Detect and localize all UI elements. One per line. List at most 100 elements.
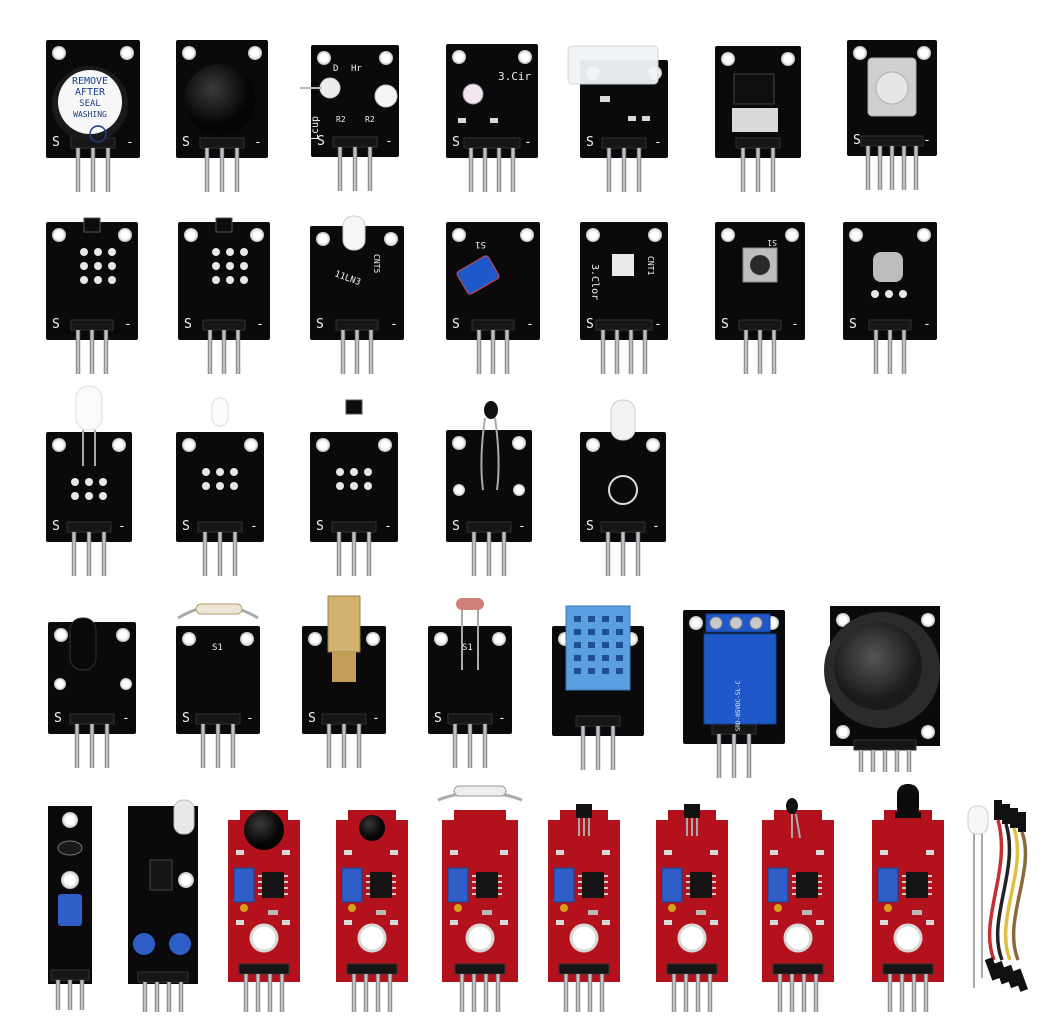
header-pin	[599, 974, 605, 1012]
silkscreen-label: Hr	[351, 64, 362, 74]
header-pin	[279, 974, 285, 1012]
ic-pin	[366, 875, 370, 877]
pin-s-label: S	[182, 519, 190, 534]
pin-header	[321, 713, 367, 725]
pin-s-label: S	[452, 519, 460, 534]
ic-pin	[284, 893, 288, 895]
laser-ir-module: S-	[580, 399, 666, 576]
flame-red-module	[872, 784, 944, 1012]
header-pin	[202, 532, 208, 576]
header-pin	[468, 148, 474, 192]
mounting-hole	[586, 228, 600, 242]
rgb-smd-led	[612, 254, 634, 276]
terminal-screw	[749, 616, 763, 630]
potentiometer	[661, 867, 683, 903]
header-pin	[230, 724, 236, 768]
rotary-encoder-module: S-	[847, 40, 937, 190]
pin-header	[463, 137, 521, 149]
header-pin	[490, 330, 496, 374]
smd-component	[816, 920, 824, 925]
sensor-grille	[588, 629, 595, 635]
mounting-hole	[178, 872, 194, 888]
pin-minus-label: -	[654, 135, 662, 150]
mounting-hole	[112, 438, 126, 452]
header-pin	[495, 974, 501, 1012]
mounting-hole	[569, 923, 599, 953]
mounting-hole	[54, 628, 68, 642]
header-pin	[101, 532, 107, 576]
ic-pin	[604, 881, 608, 883]
ic-pin	[578, 887, 582, 889]
smd-component	[344, 920, 352, 925]
silkscreen-label: Lcup	[310, 116, 321, 140]
sensor-lead	[578, 818, 580, 836]
pin-minus-label: -	[384, 519, 392, 534]
ic-pin	[498, 893, 502, 895]
pin-header	[860, 135, 924, 147]
header-pin	[71, 532, 77, 576]
temperature-sensor-module: S-	[46, 217, 138, 374]
pcb-board	[176, 626, 260, 734]
header-pin	[215, 724, 221, 768]
header-pin	[368, 330, 374, 374]
mounting-hole	[721, 52, 735, 66]
ic-pin	[604, 893, 608, 895]
pin-header	[346, 963, 398, 975]
mounting-hole	[54, 678, 66, 690]
header-pin	[103, 330, 109, 374]
mounting-hole	[452, 50, 466, 64]
silkscreen-label: R2	[365, 115, 375, 124]
header-pin	[901, 146, 907, 190]
pcb-board	[128, 806, 198, 984]
to92-sensor	[83, 217, 101, 233]
smd-component	[628, 116, 636, 121]
ic-pin	[712, 887, 716, 889]
header-pin	[354, 330, 360, 374]
sensor-grille	[574, 655, 581, 661]
ir-led	[173, 799, 195, 835]
ic-pin	[902, 881, 906, 883]
to92-sensor	[215, 217, 233, 233]
smd-component	[390, 850, 398, 855]
mounting-hole	[120, 678, 132, 690]
mounting-hole	[785, 228, 799, 242]
smd-component	[500, 850, 508, 855]
pin-minus-label: -	[923, 317, 931, 332]
solder-pad	[212, 276, 220, 284]
sensor-grille	[616, 629, 623, 635]
smd-component	[770, 850, 778, 855]
relay-body	[703, 633, 777, 725]
header-pin	[870, 750, 876, 772]
pin-minus-label: -	[654, 317, 662, 332]
mounting-hole	[520, 228, 534, 242]
small-sound-module	[336, 810, 408, 1012]
ic-pin	[792, 875, 796, 877]
solder-pad	[202, 482, 210, 490]
solder-pad	[230, 468, 238, 476]
sensor-lead	[480, 417, 486, 491]
ic-pin	[258, 887, 262, 889]
mounting-hole	[62, 812, 78, 828]
ic-pin	[686, 893, 690, 895]
mounting-hole	[248, 46, 262, 60]
mounting-hole	[921, 725, 935, 739]
solder-pad	[80, 248, 88, 256]
mounting-hole	[434, 632, 448, 646]
pin-header	[137, 971, 189, 983]
ic-pin	[902, 893, 906, 895]
potentiometer	[233, 867, 255, 903]
header-pin	[873, 330, 879, 374]
comparator-ic	[906, 872, 928, 898]
jumper-wires-bundle	[967, 800, 1028, 992]
header-pin	[74, 724, 80, 768]
pot-screw	[454, 904, 462, 912]
ic-pin	[258, 881, 262, 883]
pin-header	[882, 963, 934, 975]
pin-minus-label: -	[791, 317, 799, 332]
mounting-hole	[783, 923, 813, 953]
header-pin	[232, 532, 238, 576]
sticker-text: SEAL	[79, 99, 101, 109]
pin-s-label: S	[308, 711, 316, 726]
smd-component	[710, 850, 718, 855]
jumper-wire	[987, 819, 1004, 961]
